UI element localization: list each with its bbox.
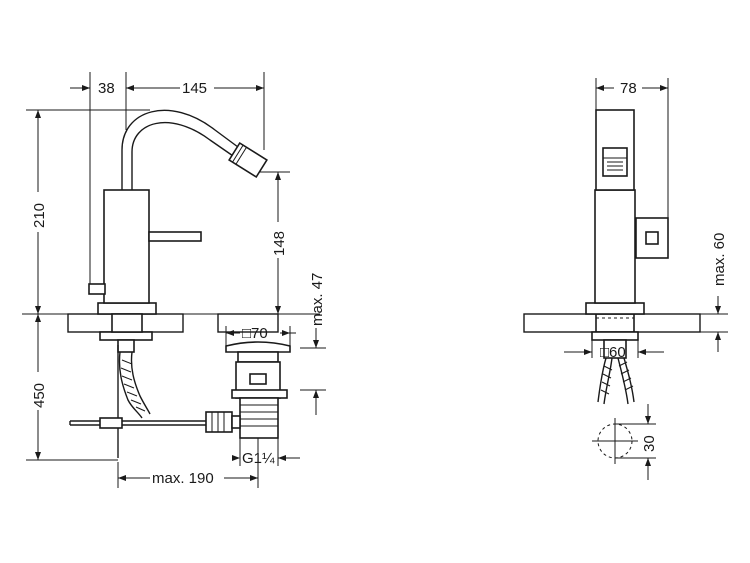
dim-thread: G1¼ bbox=[242, 450, 275, 467]
dim-pop-up-height: max. 47 bbox=[309, 273, 326, 326]
mixer-flange bbox=[111, 313, 143, 333]
pop-up-rod bbox=[88, 283, 106, 295]
dim-lever-height: max. 60 bbox=[711, 233, 728, 286]
dim-height: 210 bbox=[31, 203, 48, 228]
dim-base-size: □60 bbox=[600, 344, 626, 361]
supply-hoses bbox=[117, 339, 151, 458]
dim-body-width: 78 bbox=[620, 80, 637, 97]
dim-below-deck: 450 bbox=[31, 383, 48, 408]
front-view: 38 145 210 148 450 bbox=[22, 72, 326, 488]
lever-handle bbox=[148, 231, 202, 242]
side-hoses bbox=[597, 339, 635, 405]
dim-spout-reach: 145 bbox=[182, 80, 207, 97]
spout-outer bbox=[121, 109, 243, 190]
dim-pull-rod: max. 190 bbox=[152, 470, 214, 487]
side-base bbox=[585, 302, 645, 315]
side-view: 78 max. 60 □60 30 bbox=[523, 78, 728, 480]
dim-drain-size: □70 bbox=[242, 325, 268, 342]
side-body bbox=[594, 189, 636, 304]
pop-up-drain bbox=[205, 341, 291, 439]
mixer-base bbox=[97, 302, 157, 315]
dim-offset: 38 bbox=[98, 80, 115, 97]
mixer-base-under bbox=[99, 331, 153, 341]
mixer-body bbox=[103, 189, 150, 304]
tap-hole bbox=[592, 418, 638, 464]
dim-spout-height: 148 bbox=[271, 231, 288, 256]
spout-inner bbox=[131, 122, 237, 190]
aerator-head bbox=[228, 141, 268, 179]
dim-hole-diameter: 30 bbox=[641, 435, 658, 452]
